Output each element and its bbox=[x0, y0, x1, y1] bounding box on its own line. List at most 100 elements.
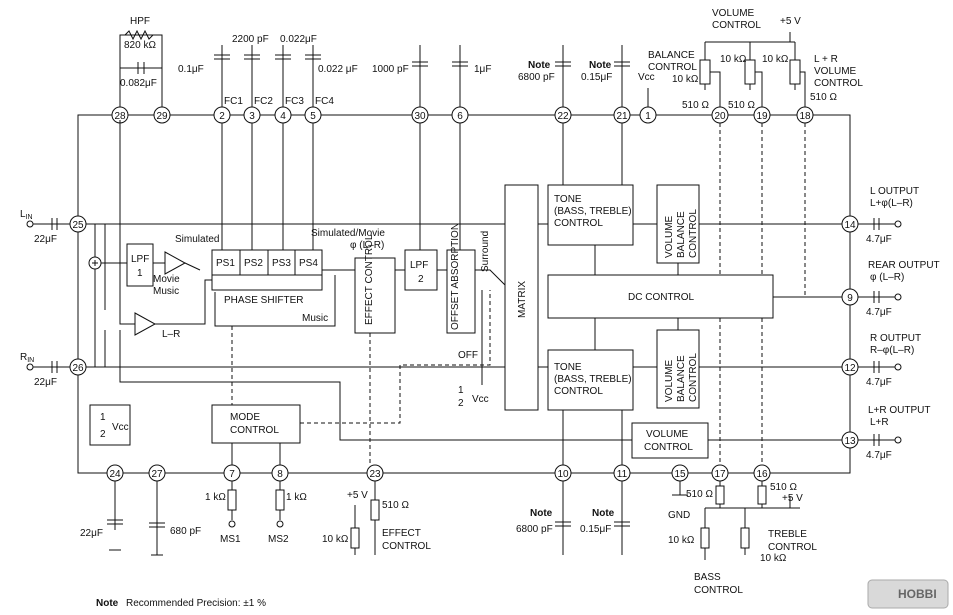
lin-label: LIN bbox=[20, 209, 33, 221]
footer-text: Recommended Precision: ±1 % bbox=[126, 598, 266, 609]
c0082-label: 0.082μF bbox=[120, 78, 157, 89]
c47c-label: 4.7μF bbox=[866, 377, 892, 388]
mode2-label: CONTROL bbox=[230, 425, 279, 436]
pin-29: 29 bbox=[156, 111, 168, 122]
effect-label: EFFECT CONTROL bbox=[364, 234, 375, 325]
c0022a-label: 0.022μF bbox=[280, 34, 317, 45]
rin-label: RIN bbox=[20, 352, 34, 364]
treble-label: TREBLE bbox=[768, 529, 807, 540]
vcc-label: Vcc bbox=[638, 72, 655, 83]
r510c-label: 510 Ω bbox=[810, 92, 837, 103]
r510f-label: 510 Ω bbox=[770, 482, 797, 493]
pin-15: 15 bbox=[674, 469, 686, 480]
lr2-label: VOLUME bbox=[814, 66, 857, 77]
balctl2-label: CONTROL bbox=[648, 62, 697, 73]
pin-21: 21 bbox=[616, 111, 628, 122]
simulated-label: Simulated bbox=[175, 234, 219, 245]
movie-label: Movie bbox=[153, 274, 180, 285]
lr1-label: L + R bbox=[814, 54, 838, 65]
r10ka-label: 10 kΩ bbox=[720, 54, 747, 65]
lr3-label: CONTROL bbox=[814, 78, 863, 89]
lpf2-label: LPF bbox=[410, 260, 428, 271]
treble2-label: CONTROL bbox=[768, 542, 817, 553]
pin-12: 12 bbox=[844, 363, 856, 374]
v5-label: +5 V bbox=[780, 16, 801, 27]
ms1-label: MS1 bbox=[220, 534, 241, 545]
c22a-label: 22μF bbox=[34, 234, 57, 245]
vb2-c: CONTROL bbox=[688, 353, 699, 402]
surround-label: Surround bbox=[480, 231, 491, 272]
r1ka-label: 1 kΩ bbox=[205, 492, 226, 503]
c6800b-label: 6800 pF bbox=[516, 524, 553, 535]
eff2-label: CONTROL bbox=[382, 541, 431, 552]
r510b-label: 510 Ω bbox=[728, 100, 755, 111]
r820-label: 820 kΩ bbox=[124, 40, 156, 51]
fc3-label: FC3 bbox=[285, 96, 304, 107]
pin-24: 24 bbox=[109, 469, 121, 480]
pin-13: 13 bbox=[844, 436, 856, 447]
c0022b-label: 0.022 μF bbox=[318, 64, 358, 75]
top-pins: 28 29 2 3 4 5 30 6 22 21 1 20 19 18 bbox=[111, 106, 814, 124]
note3-label: Note bbox=[592, 508, 615, 519]
tone1b-label: (BASS, TREBLE) bbox=[554, 206, 632, 217]
c22b-label: 22μF bbox=[34, 377, 57, 388]
pin-23: 23 bbox=[369, 469, 381, 480]
mode-label: MODE bbox=[230, 412, 260, 423]
pin-1: 1 bbox=[645, 111, 651, 122]
r1kb-label: 1 kΩ bbox=[286, 492, 307, 503]
r10kd-label: 10 kΩ bbox=[322, 534, 349, 545]
music-label: Music bbox=[153, 286, 179, 297]
ps2-label: PS2 bbox=[244, 258, 263, 269]
ps3-label: PS3 bbox=[272, 258, 291, 269]
c680-label: 680 pF bbox=[170, 526, 201, 537]
pin-10: 10 bbox=[557, 469, 569, 480]
lr-label: L–R bbox=[162, 329, 180, 340]
v5c-label: +5 V bbox=[782, 493, 803, 504]
c1000-label: 1000 pF bbox=[372, 64, 409, 75]
off-label: OFF bbox=[458, 350, 478, 361]
logo-text: HOBBI bbox=[898, 587, 937, 601]
r10kb-label: 10 kΩ bbox=[762, 54, 789, 65]
pin-7: 7 bbox=[229, 469, 235, 480]
vol2-label: CONTROL bbox=[644, 442, 693, 453]
lrout2-label: L+R bbox=[870, 417, 889, 428]
c6800-label: 6800 pF bbox=[518, 72, 555, 83]
c47b-label: 4.7μF bbox=[866, 307, 892, 318]
pin-14: 14 bbox=[844, 220, 856, 231]
tone2b-label: (BASS, TREBLE) bbox=[554, 374, 632, 385]
rout-label: R OUTPUT bbox=[870, 333, 921, 344]
lout2-label: L+φ(L–R) bbox=[870, 198, 913, 209]
c015b-label: 0.15μF bbox=[580, 524, 611, 535]
pin-20: 20 bbox=[714, 111, 726, 122]
volctl-label: VOLUME bbox=[712, 8, 755, 19]
note-22-label: Note bbox=[528, 60, 551, 71]
v5b-label: +5 V bbox=[347, 490, 368, 501]
pin-6: 6 bbox=[457, 111, 463, 122]
fc2-label: FC2 bbox=[254, 96, 273, 107]
rear-label: REAR OUTPUT bbox=[868, 260, 940, 271]
tone2a-label: TONE bbox=[554, 362, 582, 373]
box-half-num: 1 bbox=[100, 412, 106, 423]
gnd-label: GND bbox=[668, 510, 690, 521]
pin-26: 26 bbox=[72, 363, 84, 374]
c015-label: 0.15μF bbox=[581, 72, 612, 83]
ps1-label: PS1 bbox=[216, 258, 235, 269]
pin-22: 22 bbox=[557, 111, 569, 122]
vb1-b: BALANCE bbox=[676, 211, 687, 258]
pin-18: 18 bbox=[799, 111, 811, 122]
r10ke-label: 10 kΩ bbox=[668, 535, 695, 546]
dc-label: DC CONTROL bbox=[628, 292, 695, 303]
c47d-label: 4.7μF bbox=[866, 450, 892, 461]
matrix-label: MATRIX bbox=[517, 281, 528, 318]
pin-11: 11 bbox=[617, 469, 628, 480]
pin-30: 30 bbox=[414, 111, 426, 122]
tone2c-label: CONTROL bbox=[554, 386, 603, 397]
box-half-den: 2 bbox=[100, 429, 106, 440]
lout-label: L OUTPUT bbox=[870, 186, 919, 197]
lpf1b-label: 1 bbox=[137, 268, 143, 279]
fc4-label: FC4 bbox=[315, 96, 334, 107]
pin-2: 2 bbox=[219, 111, 225, 122]
pin-19: 19 bbox=[756, 111, 768, 122]
r510a-label: 510 Ω bbox=[682, 100, 709, 111]
